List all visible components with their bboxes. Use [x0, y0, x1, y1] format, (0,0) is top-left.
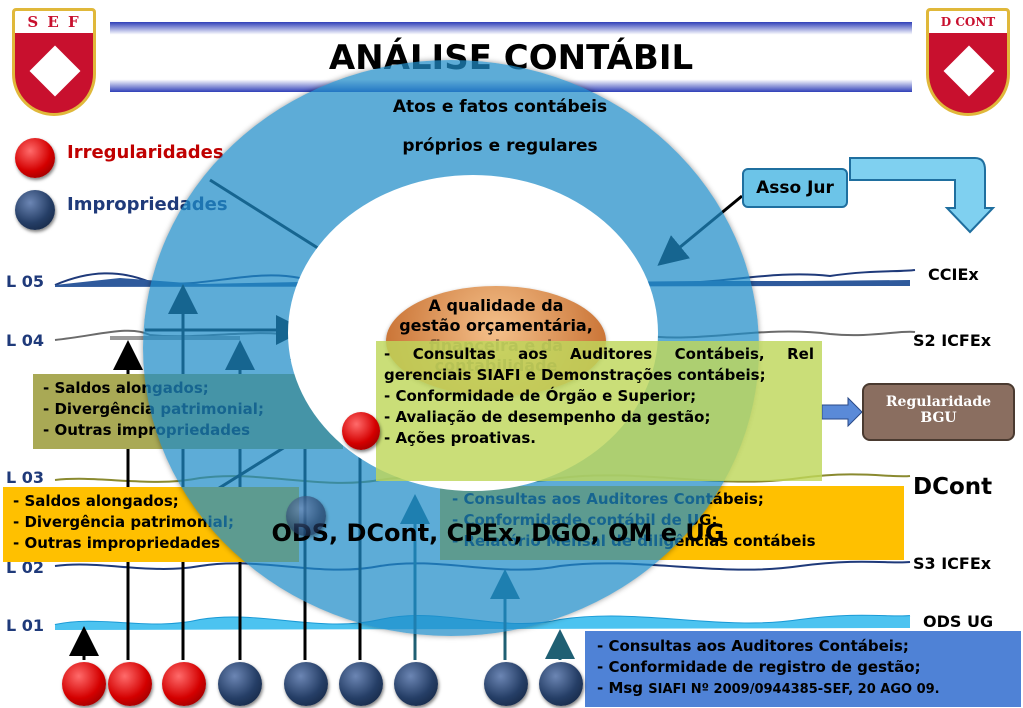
s2-activities-box: - Consultas aos Auditores Contábeis, Rel…: [376, 341, 822, 481]
navy-circle-icon: [284, 662, 328, 706]
right-label-s3: S3 ICFEx: [913, 554, 992, 573]
list-item: - Consultas aos Auditores Contábeis, Rel…: [384, 345, 814, 384]
right-label-ccicex: CCIEx: [928, 265, 979, 284]
dcont-logo-text: D CONT: [929, 11, 1007, 33]
blue-ods-box: - Consultas aos Auditores Contábeis; - C…: [585, 631, 1021, 707]
dcont-logo: D CONT: [926, 8, 1010, 116]
red-circle-icon: [162, 662, 206, 706]
asso-jur-label: Asso Jur: [756, 178, 834, 198]
regularidade-bgu-box: Regularidade BGU: [862, 383, 1015, 441]
list-item: - Saldos alongados;: [13, 492, 179, 510]
sef-logo: S E F: [12, 8, 96, 116]
list-item: - Consultas aos Auditores Contábeis;: [597, 637, 909, 655]
red-circle-icon: [62, 662, 106, 706]
navy-circle-icon: [394, 662, 438, 706]
list-item: - Conformidade de registro de gestão;: [597, 658, 921, 676]
msg-prefix: - Msg: [597, 679, 644, 697]
list-item: - Outras impropriedades: [13, 534, 221, 552]
right-label-dcont: DCont: [913, 474, 993, 500]
navy-circle-icon: [484, 662, 528, 706]
level-label: L 05: [6, 272, 45, 291]
list-item: - Avaliação de desempenho da gestão;: [384, 408, 711, 426]
ring-bottom-text: ODS, DCont, CPEx, DGO, OM e UG: [271, 519, 725, 547]
red-circle-icon: [108, 662, 152, 706]
legend-irregularities: Irregularidades: [67, 142, 224, 163]
ring-top-line1: Atos e fatos contábeis: [392, 97, 608, 117]
navy-circle-icon: [539, 662, 583, 706]
right-label-s2: S2 ICFEx: [913, 331, 992, 350]
navy-circle-icon: [339, 662, 383, 706]
regularidade-line: Regularidade: [885, 394, 992, 410]
level-label: L 01: [6, 616, 45, 635]
quality-line: gestão orçamentária,: [399, 316, 593, 335]
navy-circle-icon: [286, 496, 326, 536]
level-label: L 02: [6, 558, 45, 577]
list-item: - Conformidade de Órgão e Superior;: [384, 387, 697, 405]
list-item: - Ações proativas.: [384, 429, 536, 447]
quality-line: A qualidade da: [428, 296, 564, 315]
msg-reference: SIAFI Nº 2009/0944385-SEF, 20 AGO 09.: [648, 682, 940, 697]
list-item: - Msg SIAFI Nº 2009/0944385-SEF, 20 AGO …: [597, 678, 1009, 700]
sef-logo-text: S E F: [15, 11, 93, 33]
right-label-ods: ODS UG: [923, 612, 994, 631]
ring-top-line2: próprios e regulares: [402, 136, 598, 156]
red-circle-icon: [342, 412, 380, 450]
navy-circle-icon: [15, 190, 55, 230]
level-label: L 04: [6, 331, 45, 350]
list-item: - Divergência patrimonial;: [13, 513, 234, 531]
navy-circle-icon: [218, 662, 262, 706]
asso-jur-arrow: [849, 157, 996, 234]
asso-jur-box: Asso Jur: [742, 168, 848, 208]
regularidade-line: BGU: [920, 410, 957, 426]
regularidade-arrow: [821, 396, 863, 428]
red-circle-icon: [15, 138, 55, 178]
level-label: L 03: [6, 468, 45, 487]
